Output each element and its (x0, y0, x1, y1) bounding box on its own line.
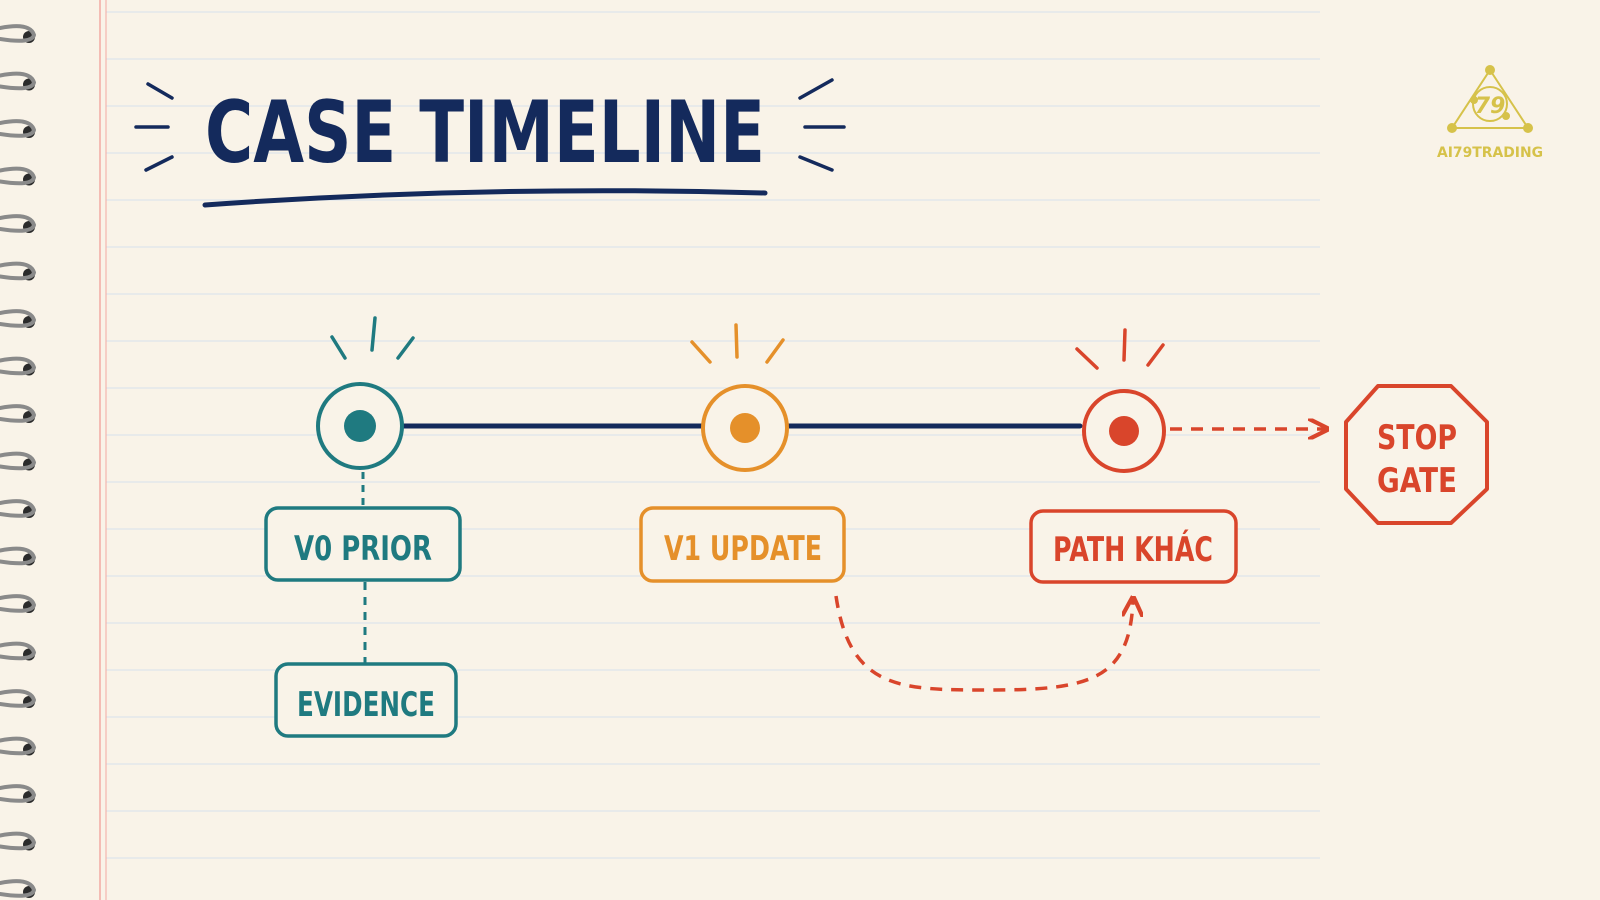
evidence-node: EVIDENCE (274, 662, 458, 738)
spiral-ring-icon (0, 594, 37, 613)
node-dot (1109, 416, 1139, 446)
node-v0: V0 PRIOR (264, 316, 462, 582)
spiral-ring-icon (0, 736, 37, 756)
node-label-box (264, 506, 462, 582)
highlight-rays-icon (1075, 328, 1165, 370)
spiral-ring-icon (0, 831, 37, 851)
spiral-binding (0, 24, 37, 898)
node-label-box (1029, 509, 1238, 584)
dashed-curve-arrow (834, 596, 1133, 692)
spiral-ring-icon (0, 166, 37, 186)
spiral-ring-icon (0, 261, 37, 281)
margin-line (99, 0, 107, 900)
node-label-box (639, 506, 846, 583)
node-dot (730, 413, 760, 443)
title-accent-left (134, 82, 174, 172)
spiral-ring-icon (0, 499, 37, 518)
node-label: PATH KHÁC (1053, 529, 1213, 570)
logo-mark-text: 79 (1475, 94, 1506, 119)
evidence-label: EVIDENCE (297, 685, 435, 725)
title-accent-right (798, 78, 846, 172)
highlight-rays-icon (330, 316, 415, 360)
spiral-ring-icon (0, 356, 37, 376)
timeline-connectors (361, 426, 1325, 692)
stop-gate-line2: GATE (1377, 461, 1457, 501)
node-dot (344, 410, 376, 442)
stop-octagon (1344, 384, 1489, 525)
highlight-rays-icon (690, 323, 785, 364)
spiral-ring-icon (0, 309, 37, 328)
spiral-ring-icon (0, 404, 37, 423)
logo-name: AI79TRADING (1437, 145, 1543, 161)
page-title: CASE TIMELINE (205, 83, 765, 183)
spiral-ring-icon (0, 879, 37, 898)
spiral-ring-icon (0, 689, 37, 708)
spiral-ring-icon (0, 546, 37, 566)
spiral-ring-icon (0, 784, 37, 803)
spiral-ring-icon (0, 641, 37, 661)
node-label: V1 UPDATE (664, 529, 822, 569)
logo-mark-icon (1447, 65, 1533, 133)
spiral-ring-icon (0, 71, 37, 91)
node-path-khac: PATH KHÁC (1029, 328, 1238, 584)
evidence-box (274, 662, 458, 738)
spiral-ring-icon (0, 214, 37, 233)
spiral-ring-icon (0, 119, 37, 138)
brand-logo: 79 AI79TRADING (1437, 65, 1543, 161)
node-label: V0 PRIOR (294, 529, 432, 569)
stop-gate-line1: STOP (1377, 418, 1457, 458)
title-underline (202, 188, 768, 208)
spiral-ring-icon (0, 24, 37, 43)
stop-gate-sign: STOP GATE (1344, 384, 1489, 525)
spiral-ring-icon (0, 451, 37, 471)
title-group: CASE TIMELINE (134, 78, 846, 208)
node-v1: V1 UPDATE (639, 323, 846, 583)
